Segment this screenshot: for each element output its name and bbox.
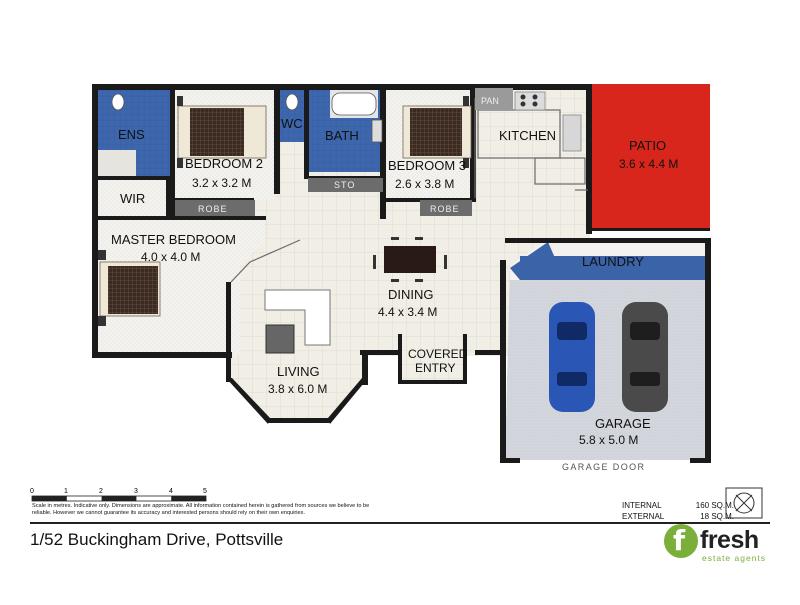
room-bath-label: BATH	[325, 128, 359, 143]
room-dining-dim: 4.4 x 3.4 M	[378, 305, 437, 319]
room-laundry-label: LAUNDRY	[582, 254, 644, 269]
room-wc-label: WC	[281, 116, 303, 131]
scale-bar: 0 1 2 3 4 5	[30, 488, 207, 502]
room-bed2-dim: 3.2 x 3.2 M	[192, 176, 251, 190]
room-garage-name: GARAGE	[595, 416, 651, 431]
scale-tick-2: 2	[99, 488, 103, 495]
room-bed2-name: BEDROOM 2	[185, 156, 263, 171]
scale-tick-1: 1	[64, 488, 68, 495]
internal-area-value: 160 SQ.M.	[695, 501, 734, 510]
storage-label: STO	[334, 180, 355, 190]
floor-fills	[95, 84, 710, 460]
room-kitchen-label: KITCHEN	[499, 128, 556, 143]
beds	[98, 96, 472, 326]
brand-tagline: estate agents	[702, 553, 767, 563]
room-bed3-name: BEDROOM 3	[388, 158, 466, 173]
room-patio-dim: 3.6 x 4.4 M	[619, 157, 678, 171]
external-area-label: EXTERNAL	[622, 512, 665, 521]
scale-tick-0: 0	[30, 488, 34, 495]
room-patio-name: PATIO	[629, 138, 666, 153]
room-entry-line2: ENTRY	[415, 361, 455, 375]
room-labels: ENS WC BATH KITCHEN BEDROOM 2 3.2 x 3.2 …	[111, 116, 678, 447]
compass-icon	[725, 487, 763, 519]
external-area-value: 18 SQ.M.	[700, 512, 734, 521]
property-address: 1/52 Buckingham Drive, Pottsville	[30, 530, 284, 549]
scale-tick-5: 5	[203, 488, 207, 495]
robe2-label: ROBE	[198, 204, 228, 214]
brand-mark-letter: f	[673, 524, 686, 557]
footer-rule	[30, 522, 770, 524]
room-bed3-dim: 2.6 x 3.8 M	[395, 177, 454, 191]
fixture-labels: PAN STO ROBE ROBE GARAGE DOOR	[198, 96, 645, 472]
walls	[92, 84, 711, 463]
pantry-label: PAN	[481, 96, 499, 106]
kitchen-fixtures	[475, 88, 582, 152]
area-summary: INTERNAL 160 SQ.M. EXTERNAL 18 SQ.M.	[622, 500, 734, 522]
room-wir-label: WIR	[120, 191, 145, 206]
room-living-name: LIVING	[277, 364, 320, 379]
room-living-dim: 3.8 x 6.0 M	[268, 382, 327, 396]
internal-area-label: INTERNAL	[622, 501, 662, 510]
scale-tick-4: 4	[169, 488, 173, 495]
furniture	[264, 237, 447, 354]
cars	[549, 302, 668, 412]
storage-strips	[175, 178, 472, 216]
room-garage-dim: 5.8 x 5.0 M	[579, 433, 638, 447]
room-master-name: MASTER BEDROOM	[111, 232, 236, 247]
wet-fixtures	[111, 92, 383, 143]
brand-word: fresh	[700, 526, 759, 554]
room-entry-line1: COVERED	[408, 347, 468, 361]
brand-mark-icon: f	[664, 524, 698, 558]
scale-disclaimer: Scale in metres. Indicative only. Dimens…	[32, 503, 370, 516]
room-master-dim: 4.0 x 4.0 M	[141, 250, 200, 264]
robe3-label: ROBE	[430, 204, 460, 214]
garage-door-label: GARAGE DOOR	[562, 462, 645, 472]
room-dining-name: DINING	[388, 287, 434, 302]
scale-tick-3: 3	[134, 488, 138, 495]
room-ens-label: ENS	[118, 127, 145, 142]
